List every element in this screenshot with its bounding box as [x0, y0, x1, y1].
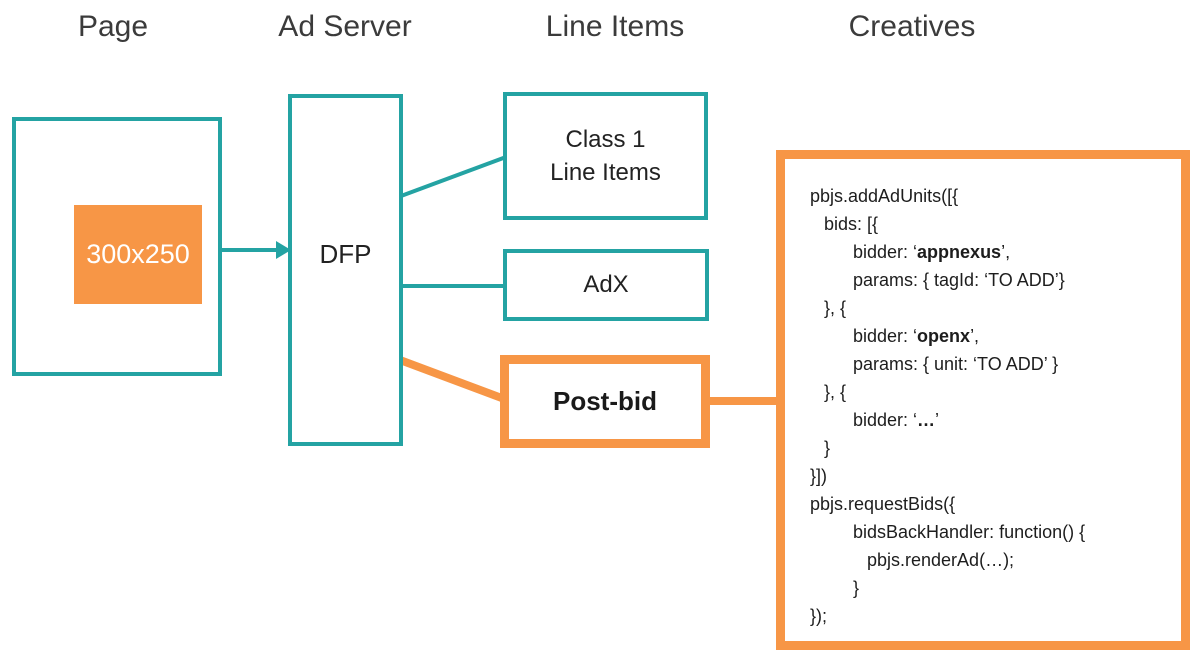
column-heading-creatives: Creatives [848, 10, 976, 43]
arrowhead-adslot-to-dfp-icon [276, 241, 291, 259]
creatives-code-box: pbjs.addAdUnits([{ bids: [{ bidder: ‘appne… [776, 150, 1190, 650]
code-line: params: { tagId: ‘TO ADD’} [853, 270, 1065, 290]
code-snippet: pbjs.addAdUnits([{ bids: [{ bidder: ‘appne… [810, 182, 1175, 630]
postbid-label: Post-bid [553, 386, 657, 416]
ad-slot-label: 300x250 [86, 239, 190, 269]
code-line: pbjs.addAdUnits([{ [810, 186, 959, 206]
code-line: bidder: ‘appnexus’, [853, 242, 1011, 262]
code-line: }, { [824, 298, 847, 318]
code-line: }); [810, 606, 828, 626]
code-line: bidder: ‘…’ [853, 410, 940, 430]
postbid-box: Post-bid [500, 355, 710, 448]
class1-line-items-box: Class 1 Line Items [503, 92, 708, 220]
code-line: bids: [{ [824, 214, 879, 234]
ad-slot-box: 300x250 [74, 205, 202, 304]
dfp-label: DFP [319, 239, 372, 269]
connector-dfp-to-postbid [398, 356, 509, 404]
code-line: pbjs.renderAd(…); [867, 550, 1015, 570]
code-line: pbjs.requestBids({ [810, 494, 956, 514]
column-heading-line-items: Line Items [545, 10, 685, 43]
code-line: bidsBackHandler: function() { [853, 522, 1086, 542]
code-line: bidder: ‘openx’, [853, 326, 980, 346]
code-line: } [824, 438, 831, 458]
adx-box: AdX [503, 249, 709, 321]
class1-label-line1: Class 1 [565, 126, 646, 153]
column-heading-page: Page [77, 10, 149, 43]
connector-dfp-to-class1 [400, 155, 507, 198]
adx-label: AdX [583, 271, 629, 298]
column-heading-ad-server: Ad Server [278, 10, 412, 43]
page-box: 300x250 [12, 117, 222, 376]
code-line: }]) [810, 466, 828, 486]
code-line: }, { [824, 382, 847, 402]
class1-label-line2: Line Items [550, 159, 661, 186]
code-line: } [853, 578, 860, 598]
code-line: params: { unit: ‘TO ADD’ } [853, 354, 1059, 374]
dfp-box: DFP [288, 94, 403, 446]
